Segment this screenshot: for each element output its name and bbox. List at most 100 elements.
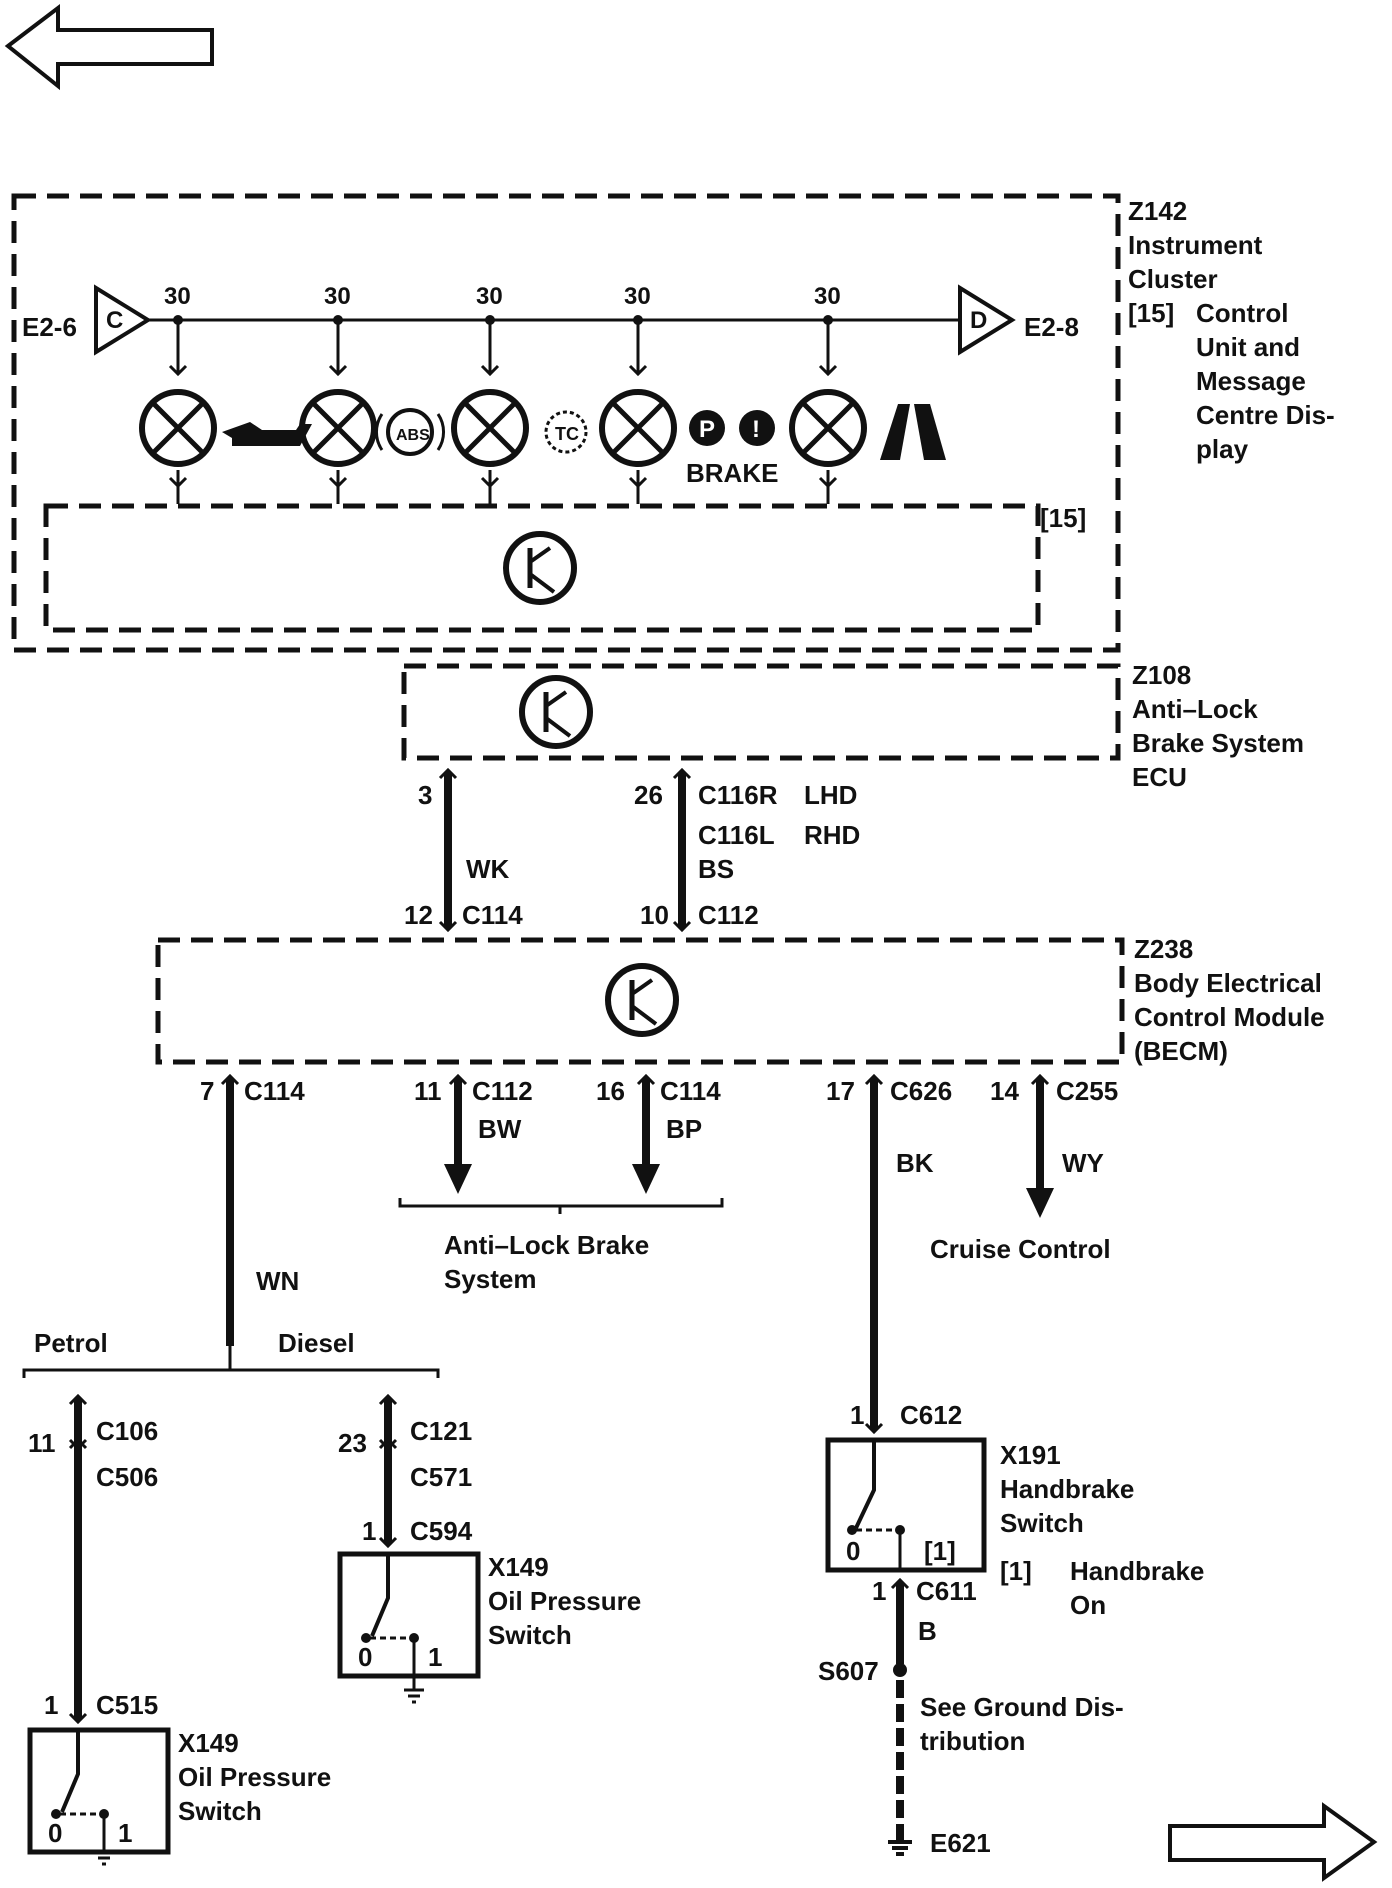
abs-ecu-box	[401, 663, 1121, 761]
lamp-cross-icon	[463, 401, 517, 455]
warning-lamp-3: 30	[451, 283, 529, 504]
ground-note-line1: See Ground Dis-	[920, 1692, 1124, 1722]
traction-control-icon: TC	[544, 410, 588, 454]
diesel-switch-pos1: 1	[428, 1642, 442, 1672]
becm-conn-c112: C112	[472, 1076, 533, 1106]
diesel-oil-pressure-switch[interactable]	[337, 1551, 481, 1704]
abs-lhd: LHD	[804, 780, 857, 810]
warning-lamp-4: 30	[599, 283, 677, 504]
in-connector-letter: C	[106, 307, 123, 334]
warning-lamp-5: 30	[789, 283, 867, 504]
petrol-conn-top1: C106	[96, 1416, 158, 1446]
diesel-switch-pos0: 0	[358, 1642, 372, 1672]
brake-warning-icon: !	[739, 410, 775, 446]
svg-text:ABS: ABS	[396, 427, 430, 444]
becm-conn-c255: C255	[1056, 1076, 1118, 1106]
diesel-switch-line1: Oil Pressure	[488, 1586, 641, 1616]
lamp-cross-icon	[311, 401, 365, 455]
in-connector-label: E2-6	[22, 312, 77, 342]
diesel-conn-bottom: C594	[410, 1516, 473, 1546]
abs-ecu-transistor-icon	[519, 675, 593, 749]
cluster-name-line1: Instrument	[1128, 230, 1263, 260]
cluster-note-line4: Centre Dis-	[1196, 400, 1335, 430]
handbrake-pos1: [1]	[924, 1536, 956, 1566]
out-connector-triangle-icon	[958, 284, 1016, 356]
petrol-conn-bottom: C515	[96, 1690, 158, 1720]
cluster-note-line2: Unit and	[1196, 332, 1300, 362]
handbrake-pos0: 0	[846, 1536, 860, 1566]
forward-arrow-icon[interactable]	[1168, 1802, 1378, 1882]
petrol-label: Petrol	[34, 1328, 108, 1358]
abs-conn-left-bottom: C114	[462, 900, 523, 930]
diesel-pin-bottom: 1	[362, 1516, 376, 1546]
out-connector-label: E2-8	[1024, 312, 1079, 342]
petrol-pin-bottom: 1	[44, 1690, 58, 1720]
becm-transistor-icon	[605, 963, 679, 1037]
lamp-pin-label: 30	[324, 283, 351, 310]
becm-conn-c114-b: C114	[660, 1076, 721, 1106]
becm-pin-7: 7	[200, 1076, 214, 1106]
control-unit-box	[43, 503, 1041, 633]
becm-pin-16: 16	[596, 1076, 625, 1106]
control-unit-ref: [15]	[1040, 503, 1086, 533]
road-lane-icon	[880, 404, 946, 460]
ground-e621-icon	[888, 1840, 912, 1856]
abs-ecu-line3: ECU	[1132, 762, 1187, 792]
becm-pin-11: 11	[414, 1076, 442, 1106]
petrol-conn-top2: C506	[96, 1462, 158, 1492]
handbrake-conn-top: C612	[900, 1400, 962, 1430]
splice-label: S607	[818, 1656, 879, 1686]
abs-pin-right-bottom: 10	[640, 900, 669, 930]
abs-pin-left-top: 3	[418, 780, 432, 810]
handbrake-pin-top: 1	[850, 1400, 864, 1430]
petrol-pin-top: 11	[28, 1428, 56, 1458]
back-arrow-icon[interactable]	[4, 3, 214, 91]
becm-line2: Control Module	[1134, 1002, 1325, 1032]
handbrake-conn-bottom: C611	[916, 1576, 977, 1606]
abs-pin-right-top: 26	[634, 780, 663, 810]
splice-s607-icon	[893, 1663, 907, 1677]
cluster-note-line3: Message	[1196, 366, 1306, 396]
petrol-switch-pos1: 1	[118, 1818, 132, 1848]
handbrake-switch-line2: Switch	[1000, 1508, 1084, 1538]
petrol-switch-line2: Switch	[178, 1796, 262, 1826]
handbrake-switch[interactable]	[825, 1437, 987, 1573]
svg-text:!: !	[752, 416, 760, 443]
lamp-lead	[480, 320, 500, 504]
becm-line3: (BECM)	[1134, 1036, 1228, 1066]
handbrake-note-ref: [1]	[1000, 1556, 1032, 1586]
lamp-pin-label: 30	[814, 283, 841, 310]
cluster-note-line5: play	[1196, 434, 1249, 464]
abs-dest-line2: System	[444, 1264, 537, 1294]
becm-box	[155, 937, 1125, 1065]
handbrake-note-line1: Handbrake	[1070, 1556, 1204, 1586]
ground-note-line2: tribution	[920, 1726, 1025, 1756]
svg-text:TC: TC	[555, 424, 579, 444]
abs-icon: ABS	[375, 408, 445, 456]
cluster-name-line2: Cluster	[1128, 264, 1218, 294]
lamp-lead	[628, 320, 648, 504]
abs-dest-bracket	[398, 1198, 724, 1214]
handbrake-pin-bottom: 1	[872, 1576, 886, 1606]
diesel-label: Diesel	[278, 1328, 355, 1358]
wire-bw-label: BW	[478, 1114, 522, 1144]
wire-bk-label: BK	[896, 1148, 934, 1178]
diesel-pin-top: 23	[338, 1428, 367, 1458]
abs-wire-left-label: WK	[466, 854, 510, 884]
warning-lamp-1: 30	[139, 283, 217, 504]
lamp-pin-label: 30	[476, 283, 503, 310]
warning-lamp-2: 30	[299, 283, 377, 504]
petrol-switch-ref: X149	[178, 1728, 239, 1758]
petrol-switch-line1: Oil Pressure	[178, 1762, 331, 1792]
handbrake-switch-line1: Handbrake	[1000, 1474, 1134, 1504]
becm-conn-c626: C626	[890, 1076, 952, 1106]
diesel-switch-line2: Switch	[488, 1620, 572, 1650]
abs-pin-left-bottom: 12	[404, 900, 433, 930]
wire-b-label: B	[918, 1616, 937, 1646]
becm-pin-17: 17	[826, 1076, 855, 1106]
petrol-oil-pressure-switch[interactable]	[27, 1727, 171, 1866]
abs-wire-right-label: BS	[698, 854, 734, 884]
diesel-conn-top2: C571	[410, 1462, 472, 1492]
wire-wn-label: WN	[256, 1266, 299, 1296]
cluster-ref: Z142	[1128, 196, 1187, 226]
